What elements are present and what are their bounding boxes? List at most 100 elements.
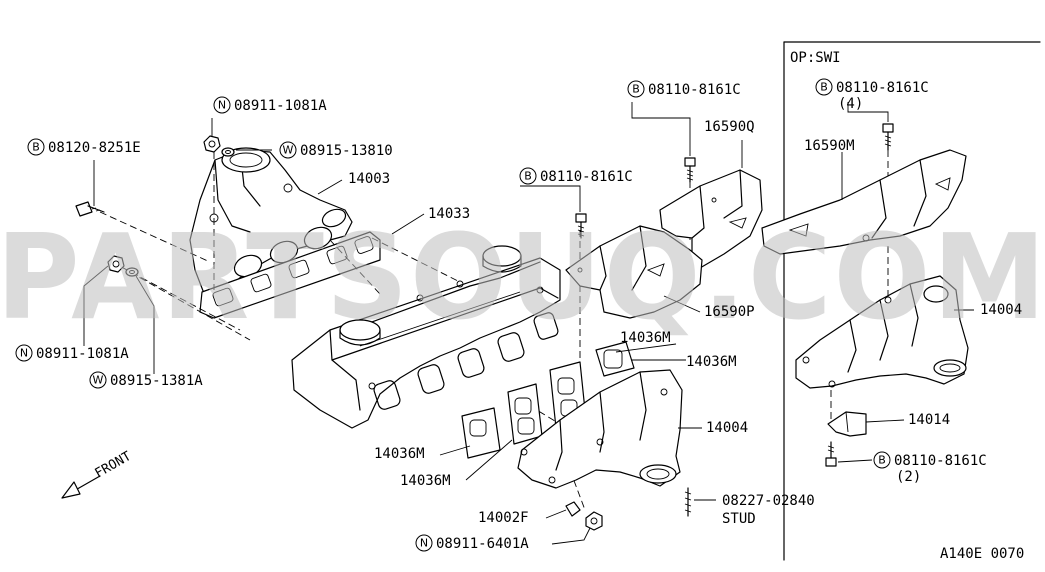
diagram-code: A140E 0070 [940,546,1024,562]
callout-prefix-circle [627,80,645,98]
callout-text: 08911-1081A [234,98,327,114]
inset-title: OP:SWI [790,50,841,66]
nut-08911-1081a-lower[interactable] [107,255,125,273]
inset-panel [783,41,1041,561]
exhaust-manifold-14004-inset[interactable] [795,275,969,389]
front-label: FRONT [93,449,135,482]
nut-08911-6401a[interactable] [585,511,603,531]
callout-text: 14036M [374,446,425,462]
callout-text: STUD [722,511,756,527]
bolt-08110-8161c-inset-bottom[interactable] [825,441,837,467]
callout-prefix-letter: B [632,83,640,96]
front-arrow-icon [61,475,101,499]
callout-c12[interactable]: 14036M [620,330,671,346]
callout-prefix-letter: N [218,99,226,112]
callout-text: (4) [838,96,863,112]
callout-text: 14002F [478,510,529,526]
callout-text: 08110-8161C [836,80,929,96]
callout-text: 16590P [704,304,755,320]
washer-08915-1381a[interactable] [125,267,139,277]
callout-c10[interactable]: 16590Q [704,119,755,135]
heat-shield-16590p[interactable] [565,225,703,319]
washer-08915-13810[interactable] [221,147,235,157]
callout-c15[interactable]: 14036M [374,446,425,462]
stud-08227-02840[interactable] [684,487,692,517]
nut-08911-1081a-upper[interactable] [203,135,221,153]
callout-text: 08911-6401A [436,536,529,552]
exhaust-gasket-14036m-a[interactable] [595,341,635,377]
callout-text: 08110-8161C [540,169,633,185]
bolt-08110-8161c-shield-left[interactable] [575,213,587,239]
exhaust-gasket-14036m-d[interactable] [461,407,501,459]
callout-c20[interactable]: N 08911-6401A [415,534,529,552]
callout-prefix-circle [89,371,107,389]
callout-c21[interactable]: B 08110-8161C [815,78,929,96]
callout-prefix-circle [213,96,231,114]
callout-c4[interactable]: 14003 [348,171,390,187]
heat-shield-16590q[interactable] [659,169,763,269]
callout-text: 08120-8251E [48,140,141,156]
callout-prefix-circle [519,167,537,185]
callout-prefix-letter: N [20,347,28,360]
callout-text: 08915-1381A [110,373,203,389]
callout-text: 08227-02840 [722,493,815,509]
bolt-08110-8161c-inset-top[interactable] [882,123,894,151]
callout-c5[interactable]: 14033 [428,206,470,222]
callout-prefix-letter: B [878,454,886,467]
callout-prefix-letter: B [820,81,828,94]
callout-c14[interactable]: 14004 [706,420,748,436]
heat-shield-16590m[interactable] [761,149,967,255]
exhaust-gasket-14036m-c[interactable] [507,383,543,445]
callout-c23[interactable]: 16590M [804,138,855,154]
callout-c7[interactable]: W 08915-1381A [89,371,203,389]
callout-text: 14036M [620,330,671,346]
callout-c19[interactable]: 14002F [478,510,529,526]
callout-text: (2) [896,469,921,485]
callout-c18[interactable]: STUD [722,511,756,527]
callout-c17[interactable]: 08227-02840 [722,493,815,509]
callout-c27[interactable]: (2) [896,469,921,485]
callout-c1[interactable]: N 08911-1081A [213,96,327,114]
callout-prefix-circle [815,78,833,96]
bolt-08120-8251e[interactable] [75,201,105,217]
callout-c6[interactable]: N 08911-1081A [15,344,129,362]
callout-prefix-circle [279,141,297,159]
exhaust-manifold-14004[interactable] [517,369,683,489]
watermark-text: PARTSOUQ.COM [0,208,1045,346]
callout-c11[interactable]: 16590P [704,304,755,320]
callout-text: 08911-1081A [36,346,129,362]
callout-c22[interactable]: (4) [838,96,863,112]
callout-c8[interactable]: B 08110-8161C [627,80,741,98]
callout-c25[interactable]: 14014 [908,412,950,428]
callout-text: 14014 [908,412,950,428]
callout-c24[interactable]: 14004 [980,302,1022,318]
callout-prefix-letter: W [93,374,104,387]
callout-c26[interactable]: B 08110-8161C [873,451,987,469]
callout-c16[interactable]: 14036M [400,473,451,489]
callout-text: 14036M [686,354,737,370]
callout-prefix-circle [415,534,433,552]
cylinder-head[interactable] [291,245,561,429]
bracket-14014[interactable] [827,411,867,437]
intake-manifold[interactable] [189,147,353,301]
callout-text: 16590M [804,138,855,154]
assembly-lines-inset [830,102,974,463]
callout-prefix-circle [15,344,33,362]
stud-14002f[interactable] [565,501,581,517]
callout-text: 08110-8161C [648,82,741,98]
callout-prefix-circle [27,138,45,156]
callout-text: 14004 [706,420,748,436]
callout-text: 08915-13810 [300,143,393,159]
callout-text: 08110-8161C [894,453,987,469]
callout-prefix-letter: N [420,537,428,550]
callout-text: 14003 [348,171,390,187]
callout-text: 14036M [400,473,451,489]
leader-lines-main [83,102,743,545]
bolt-08110-8161c-shield-right[interactable] [684,157,696,183]
callout-c13[interactable]: 14036M [686,354,737,370]
